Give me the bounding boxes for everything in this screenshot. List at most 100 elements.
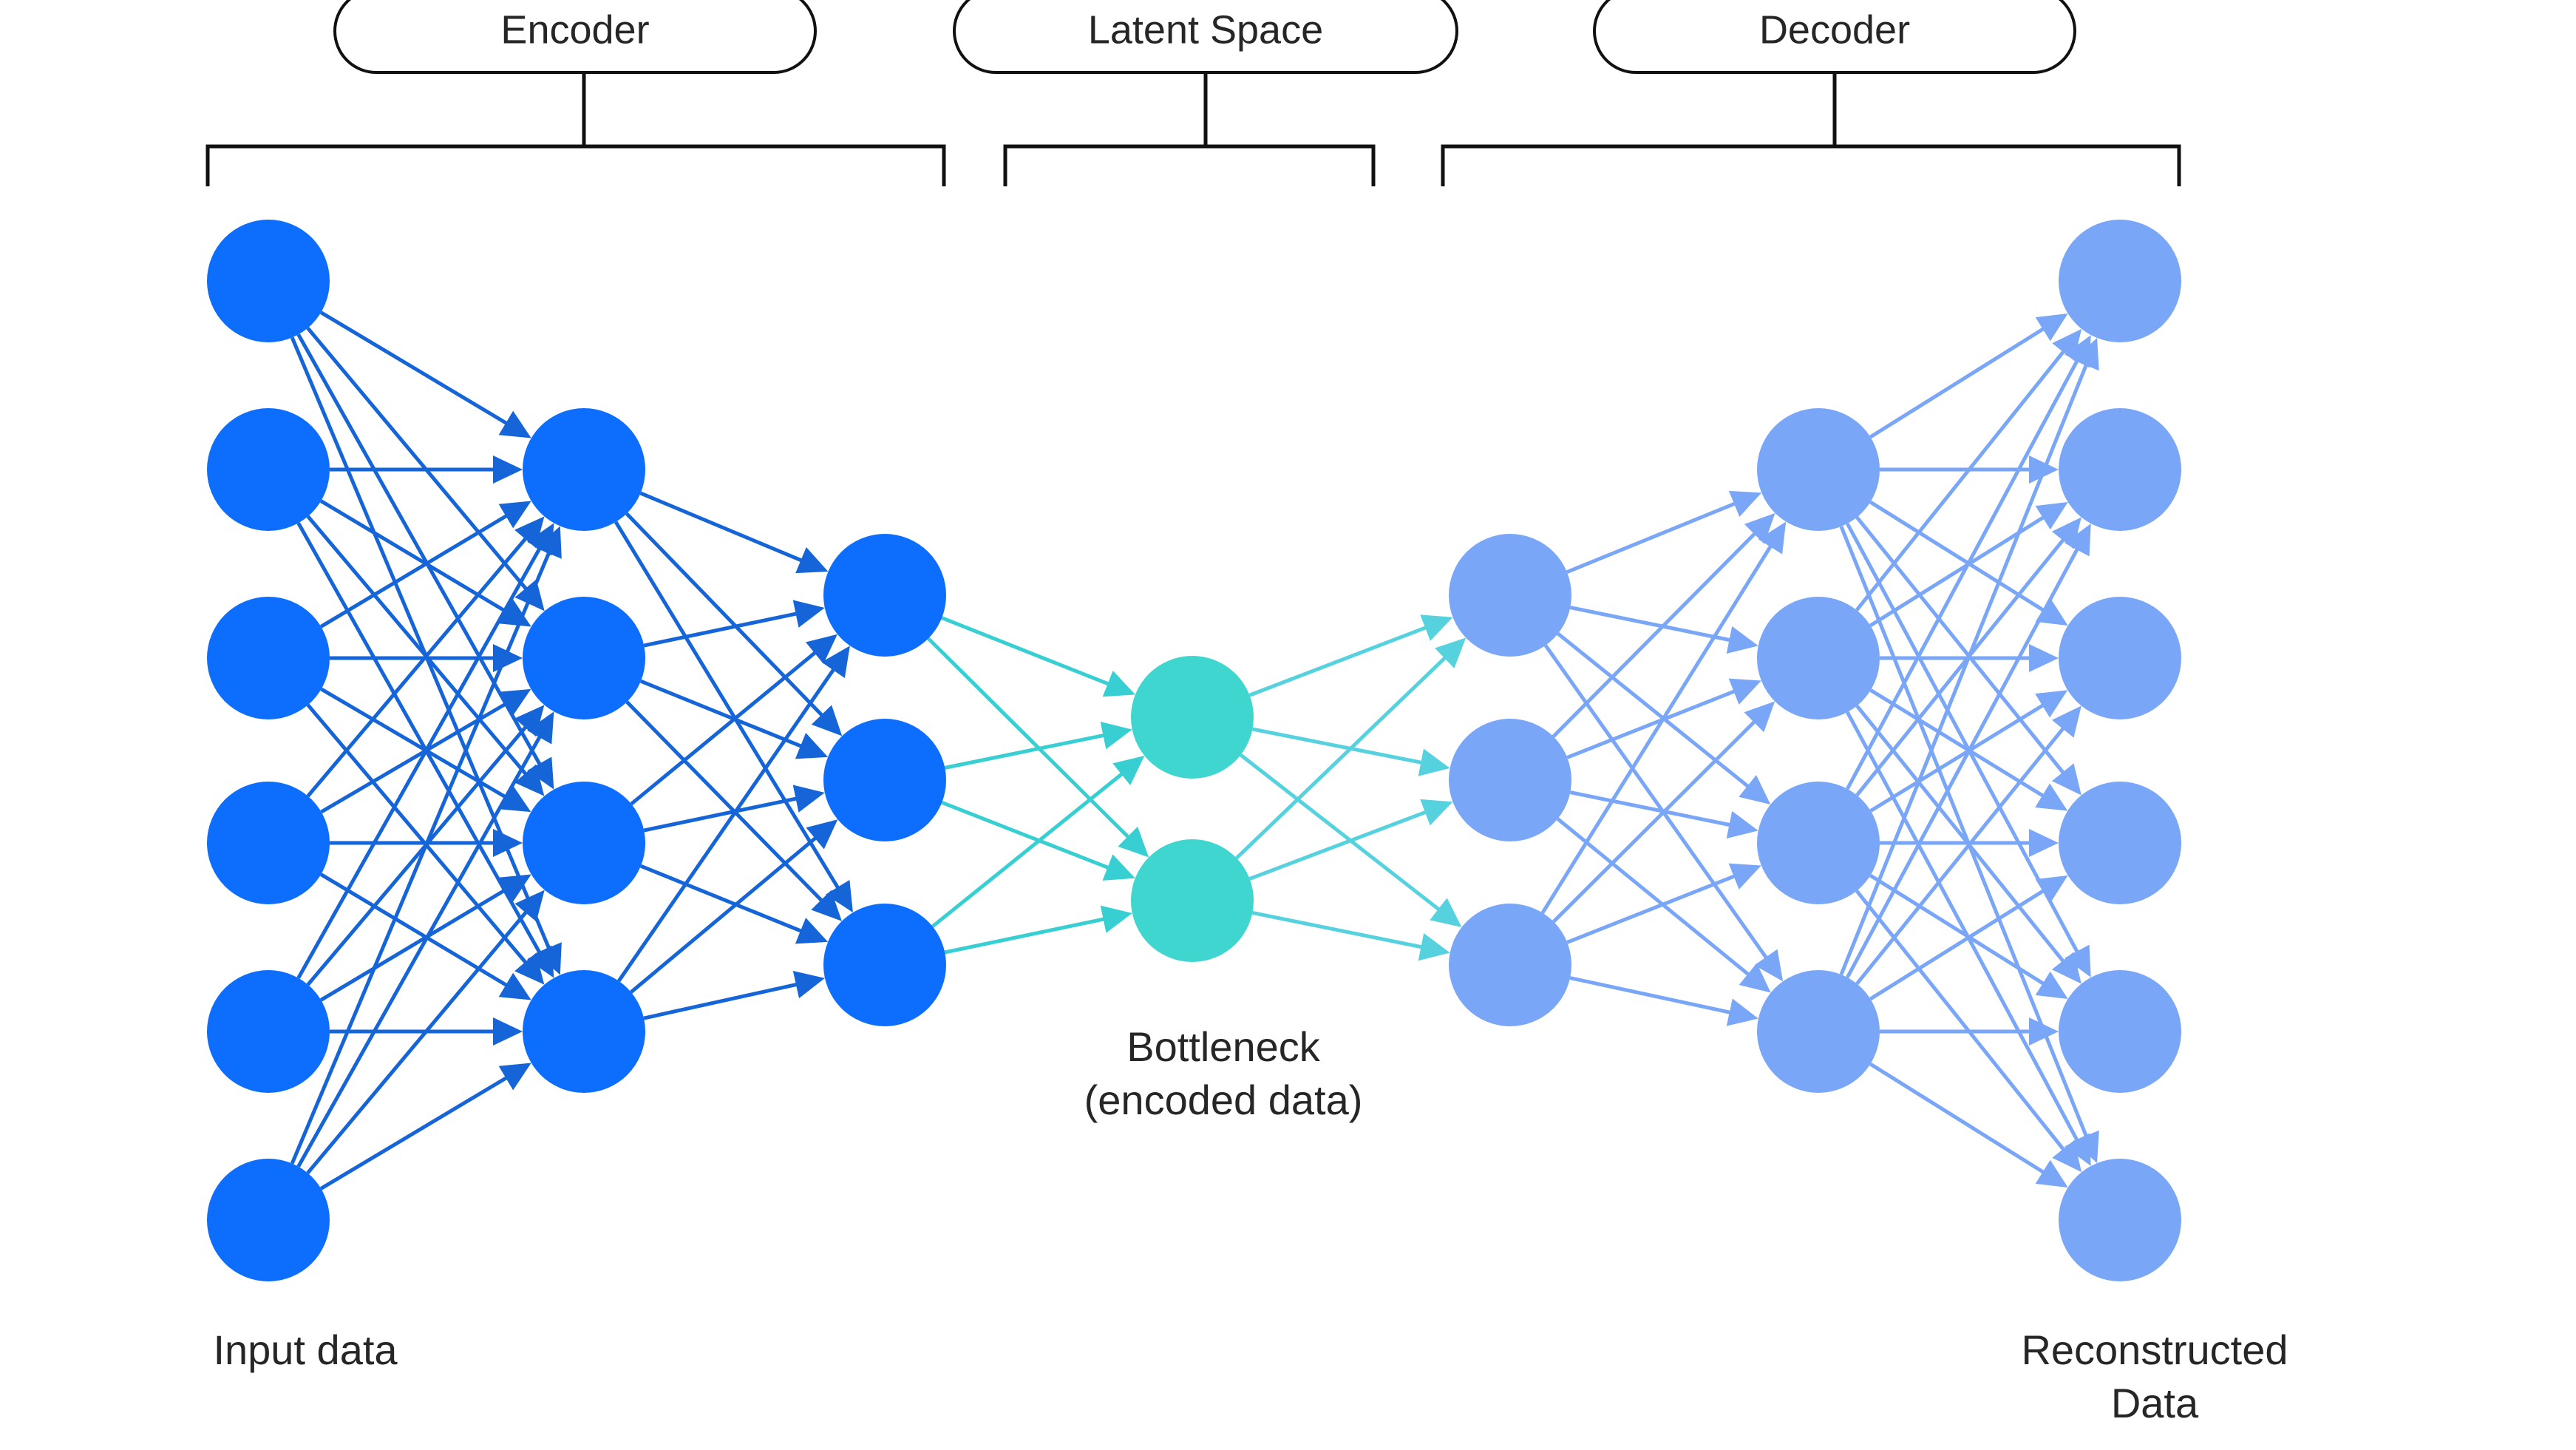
section-pill-encoder[interactable]: Encoder: [333, 0, 817, 74]
arrow-head-icon: [493, 1017, 523, 1046]
connection: [630, 819, 838, 994]
edge-line: [625, 700, 826, 905]
connection: [931, 756, 1145, 928]
connection: [1869, 313, 2068, 439]
neuron-node-input-3: [207, 597, 330, 719]
arrow-head-icon: [825, 880, 853, 913]
connection: [643, 785, 825, 833]
edge-line: [643, 981, 801, 1020]
edge-line: [1540, 542, 1775, 914]
connection: [1880, 644, 2059, 672]
arrow-head-icon: [795, 547, 829, 574]
section-pill-latent-space[interactable]: Latent Space: [953, 0, 1458, 74]
arrow-head-icon: [2035, 971, 2068, 1000]
arrow-head-icon: [2029, 1017, 2059, 1046]
arrow-head-icon: [2035, 1159, 2068, 1188]
edge-line: [1855, 704, 2067, 966]
connection: [625, 700, 842, 921]
connection: [639, 864, 829, 944]
connection: [617, 646, 850, 983]
edge-line: [290, 548, 552, 1165]
neuron-node-encoder-hidden-1-1: [523, 408, 645, 531]
bracket-decoder: [1441, 144, 2181, 186]
arrow-head-icon: [1420, 614, 1453, 641]
arrow-head-icon: [2035, 501, 2068, 530]
connection: [1869, 688, 2068, 811]
edge-line: [319, 873, 511, 989]
edge-line: [1869, 701, 2047, 813]
connection: [1566, 863, 1761, 944]
edge-line: [941, 800, 1112, 871]
connection: [1566, 490, 1762, 574]
edge-line: [1855, 347, 2067, 611]
arrow-head-icon: [1435, 637, 1467, 668]
arrow-head-icon: [2051, 763, 2081, 796]
arrow-head-icon: [1728, 490, 1762, 518]
caption-line-bottleneck-2: (encoded data): [1084, 1077, 1363, 1123]
connection: [330, 829, 523, 857]
pill-shape-latent-space: [953, 0, 1458, 74]
edge-line: [944, 732, 1108, 770]
connection: [319, 874, 531, 1002]
neuron-node-output-2: [2059, 408, 2181, 531]
neuron-node-input-1: [207, 220, 330, 342]
arrow-head-icon: [2064, 944, 2091, 978]
edge-line: [1869, 887, 2048, 1001]
connection-edges: [290, 311, 2099, 1190]
neuron-node-encoder-hidden-2-1: [823, 534, 946, 657]
arrow-head-icon: [1418, 748, 1450, 776]
connection: [1552, 701, 1775, 924]
arrow-head-icon: [2073, 338, 2099, 371]
neuron-node-decoder-hidden-2-1: [1757, 408, 1880, 531]
edge-line: [931, 770, 1126, 928]
edge-line: [1855, 515, 2067, 777]
section-pill-decoder[interactable]: Decoder: [1593, 0, 2076, 74]
edge-line: [306, 327, 530, 593]
arrow-head-icon: [792, 600, 825, 628]
neuron-node-bottleneck-2: [1131, 839, 1254, 962]
edge-line: [1839, 526, 2090, 1141]
edge-line: [1855, 890, 2067, 1154]
caption-line-bottleneck-1: Bottleneck: [1126, 1023, 1320, 1070]
edge-line: [1566, 873, 1739, 944]
neuron-node-bottleneck-1: [1131, 656, 1254, 779]
connection: [1569, 976, 1758, 1026]
arrow-head-icon: [1418, 932, 1450, 961]
arrow-head-icon: [527, 756, 554, 790]
edge-line: [927, 637, 1132, 841]
connection: [1556, 817, 1771, 993]
arrow-head-icon: [795, 918, 829, 944]
edge-line: [306, 515, 530, 779]
arrow-head-icon: [1102, 670, 1135, 697]
edge-line: [1846, 544, 2081, 979]
arrow-head-icon: [1100, 905, 1132, 933]
pill-label-encoder: Encoder: [500, 7, 649, 52]
connection: [1869, 1062, 2068, 1188]
edge-line: [306, 534, 530, 798]
neuron-node-decoder-hidden-2-4: [1757, 970, 1880, 1093]
edge-line: [1251, 727, 1426, 765]
arrow-head-icon: [498, 410, 531, 438]
bracket-encoder: [205, 144, 946, 186]
connection: [1855, 705, 2081, 986]
neuron-node-encoder-hidden-1-2: [523, 597, 645, 719]
arrow-head-icon: [2051, 705, 2081, 738]
neuron-node-input-4: [207, 782, 330, 904]
arrow-head-icon: [498, 1063, 531, 1091]
section-pills: Encoder Latent Space Decoder: [333, 0, 2076, 74]
arrow-head-icon: [1728, 678, 1761, 705]
connection: [944, 905, 1132, 955]
connection: [1846, 711, 2091, 1166]
edge-line: [1566, 500, 1739, 574]
connection: [296, 522, 554, 978]
arrow-head-icon: [792, 785, 825, 813]
connection: [330, 455, 523, 484]
arrow-head-icon: [498, 688, 531, 716]
connection: [1855, 704, 2081, 984]
connection: [319, 1063, 531, 1190]
neuron-node-encoder-hidden-1-4: [523, 970, 645, 1093]
arrow-head-icon: [498, 599, 531, 627]
caption-line-reconstructed-data-2: Data: [2111, 1380, 2199, 1426]
arrow-head-icon: [1744, 701, 1775, 733]
